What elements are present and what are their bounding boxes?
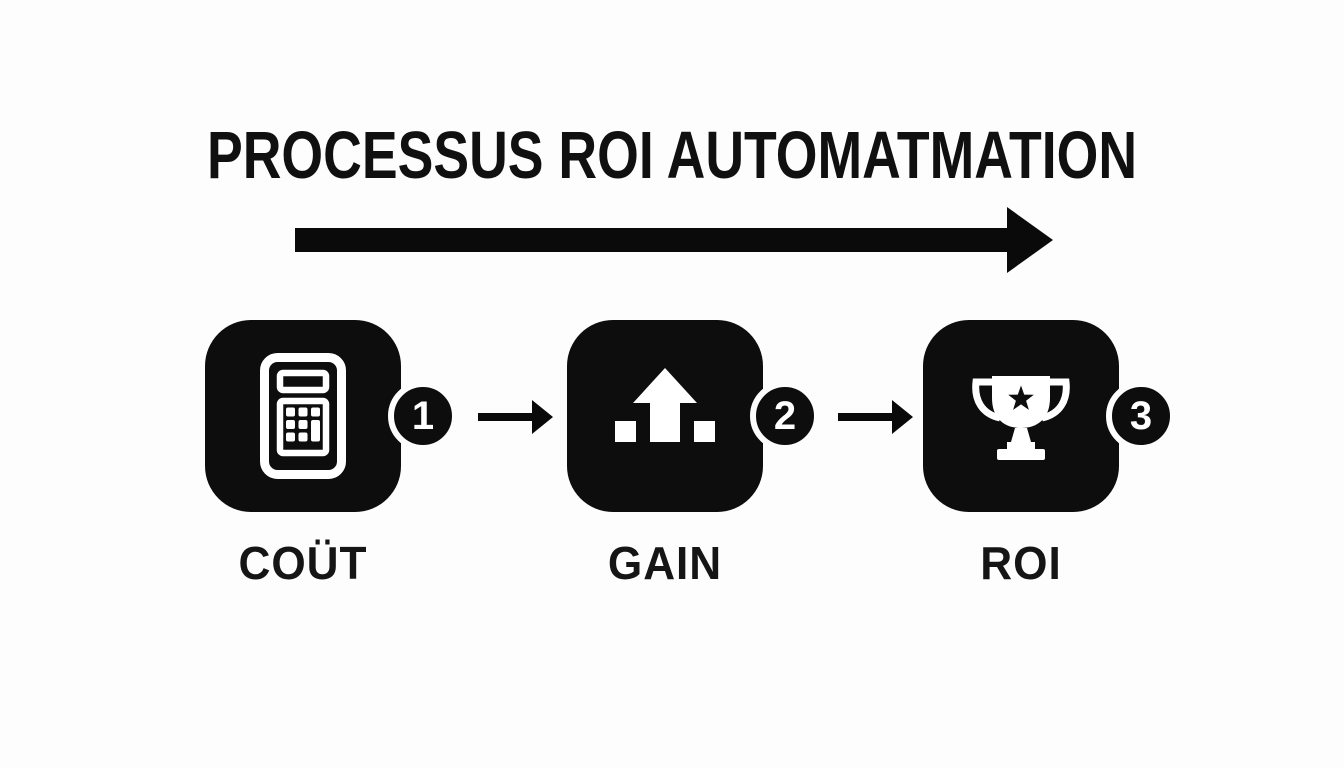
right-arrow-icon	[478, 400, 553, 434]
step-number-badge: 2	[750, 381, 820, 451]
trophy-icon	[972, 376, 1070, 460]
step-roi: 3 ROI	[923, 320, 1176, 589]
right-arrow-icon	[838, 400, 913, 434]
calculator-icon	[260, 353, 346, 479]
growth-arrow-icon	[615, 368, 715, 442]
step-number-badge: 3	[1106, 381, 1176, 451]
step-number-badge: 1	[388, 381, 458, 451]
step-label: GAIN	[607, 537, 723, 589]
step-label: COÜT	[238, 537, 368, 589]
step-tile: 3	[923, 320, 1176, 512]
long-right-arrow-icon	[295, 207, 1053, 273]
step-cout: 1 COÜT	[205, 320, 458, 589]
step-label: ROI	[980, 537, 1062, 589]
page-title: PROCESSUS ROI AUTOMATMATION	[206, 118, 1138, 193]
step-tile: 1	[205, 320, 458, 512]
step-gain: 2 GAIN	[567, 320, 820, 589]
step-tile: 2	[567, 320, 820, 512]
